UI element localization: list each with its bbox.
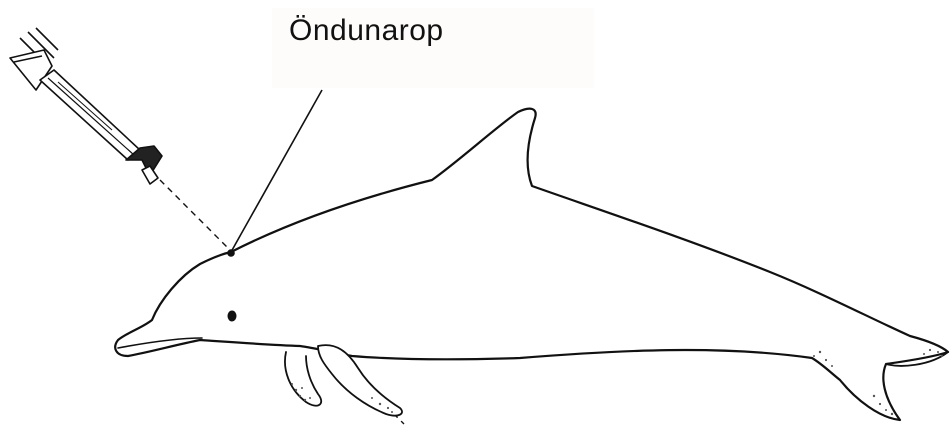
dolphin-body — [115, 109, 948, 420]
eye — [228, 311, 237, 322]
syringe-icon — [10, 28, 162, 184]
blowhole-point — [227, 249, 235, 257]
